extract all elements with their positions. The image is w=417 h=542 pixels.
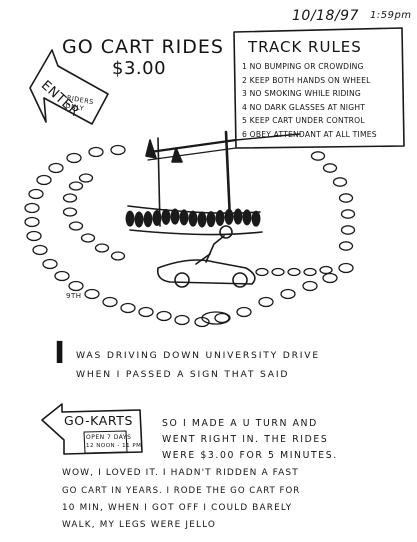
tire-ring-icon (310, 151, 326, 161)
track-rule-item: 3 NO SMOKING WHILE RIDING (242, 89, 361, 98)
story2-line-1: SO I MADE A U TURN AND (162, 418, 318, 429)
tire-ring-icon (338, 262, 354, 274)
title-price: $3.00 (112, 58, 167, 79)
tire-ring-icon (319, 265, 333, 275)
tire-stack-icon (179, 209, 189, 226)
track-rule-item: 5 KEEP CART UNDER CONTROL (242, 116, 365, 125)
tire-ring-icon (110, 251, 126, 261)
tire-stack-icon (161, 208, 171, 225)
tire-ring-icon (68, 181, 84, 191)
tire-ring-icon (120, 302, 136, 314)
tire-ring-icon (28, 188, 44, 200)
tire-ring-icon (338, 241, 354, 251)
tire-ring-icon (88, 146, 104, 158)
tire-stack-icon (188, 210, 198, 227)
story-line-2: WHEN I PASSED A SIGN THAT SAID (76, 369, 290, 380)
story2-line-6: 10 MIN, WHEN I GOT OFF I COULD BARELY (62, 503, 293, 513)
gokart-arrow-icon (41, 403, 143, 455)
tire-ring-icon (322, 163, 338, 173)
tire-ring-icon (236, 306, 252, 318)
tire-ring-icon (26, 230, 42, 242)
canopy-pole-right (224, 130, 232, 222)
tire-ring-icon (287, 267, 301, 277)
entry-time: 1:59pm (370, 10, 412, 21)
track-rules-heading: TRACK RULES (248, 38, 362, 56)
go-cart-icon (156, 259, 256, 285)
tire-ring-icon (84, 288, 100, 300)
tire-stack-icon (197, 211, 207, 228)
tire-ring-icon (78, 173, 94, 183)
tire-ring-icon (62, 193, 78, 203)
story2-line-7: WALK, MY LEGS WERE JELLO (62, 520, 217, 530)
tire-ring-icon (66, 152, 82, 164)
title-go-cart-rides: GO CART RIDES (62, 36, 224, 58)
tire-ring-icon (255, 267, 269, 277)
story2-line-4: WOW, I LOVED IT. I HADN'T RIDDEN A FAST (62, 468, 299, 478)
entry-date: 10/18/97 (292, 8, 359, 24)
tire-ring-icon (138, 306, 154, 318)
tire-ring-icon (302, 280, 318, 292)
track-rule-item: 6 OBEY ATTENDANT AT ALL TIMES (242, 129, 377, 139)
tire-ring-icon (68, 221, 84, 231)
tire-ring-icon (340, 225, 356, 235)
tire-ring-icon (156, 310, 172, 322)
track-marker: 9TH (66, 292, 82, 300)
tire-stack-icon (242, 209, 252, 226)
tire-ring-icon (280, 288, 296, 300)
tire-ring-icon (322, 272, 338, 284)
tire-ring-icon (94, 243, 110, 253)
gokart-hours-2: 12 NOON - 11 PM (86, 443, 142, 449)
track-rules-frame (233, 27, 405, 149)
tire-ring-icon (271, 267, 285, 277)
tire-ring-icon (48, 162, 64, 174)
tire-ring-icon (174, 314, 190, 326)
story-line-1: WAS DRIVING DOWN UNIVERSITY DRIVE (76, 350, 321, 361)
tire-stack-icon (125, 210, 135, 227)
tire-stack-icon (224, 208, 234, 225)
tire-ring-icon (62, 207, 78, 217)
tire-ring-icon (338, 193, 354, 203)
tire-ring-icon (201, 311, 231, 325)
tire-stack-icon (251, 210, 261, 227)
tire-stack-icon (170, 208, 180, 225)
tire-ring-icon (303, 267, 317, 277)
tire-ring-icon (110, 144, 126, 156)
tire-ring-icon (80, 233, 96, 243)
tire-ring-icon (42, 258, 58, 270)
track-rule-item: 2 KEEP BOTH HANDS ON WHEEL (242, 75, 371, 85)
story2-line-5: GO CART IN YEARS. I RODE THE GO CART FOR (62, 486, 301, 496)
track-rule-item: 4 NO DARK GLASSES AT NIGHT (242, 102, 366, 112)
tire-stack-icon (152, 210, 162, 227)
tire-stack-icon (134, 211, 144, 228)
tire-ring-icon (214, 312, 230, 324)
tire-ring-icon (102, 296, 118, 308)
story2-line-2: WENT RIGHT IN. THE RIDES (162, 434, 329, 445)
enter-arrow-icon (29, 49, 109, 125)
story-drop-cap: I (54, 336, 66, 371)
tire-ring-icon (32, 244, 48, 256)
tire-ring-icon (36, 174, 52, 186)
tire-stack-icon (215, 209, 225, 226)
tire-ring-icon (24, 202, 40, 214)
tire-stack-icon (143, 211, 153, 228)
story2-line-3: WERE $3.00 FOR 5 MINUTES. (162, 450, 338, 461)
gokart-hours-1: OPEN 7 DAYS (86, 434, 132, 441)
track-rules-list: 1 NO BUMPING OR CROWDING 2 KEEP BOTH HAND… (242, 60, 402, 141)
track-rule-item: 1 NO BUMPING OR CROWDING (242, 62, 364, 71)
tire-ring-icon (340, 209, 356, 219)
tire-ring-icon (54, 270, 70, 282)
tire-ring-icon (68, 280, 84, 292)
tire-stack-icon (206, 211, 216, 228)
canopy-pole-left (157, 137, 161, 227)
gokart-sign-label: GO-KARTS (64, 413, 134, 428)
tire-ring-icon (258, 296, 274, 308)
tire-ring-icon (24, 216, 40, 228)
tire-ring-icon (332, 177, 348, 187)
tire-stack-icon (233, 208, 243, 225)
